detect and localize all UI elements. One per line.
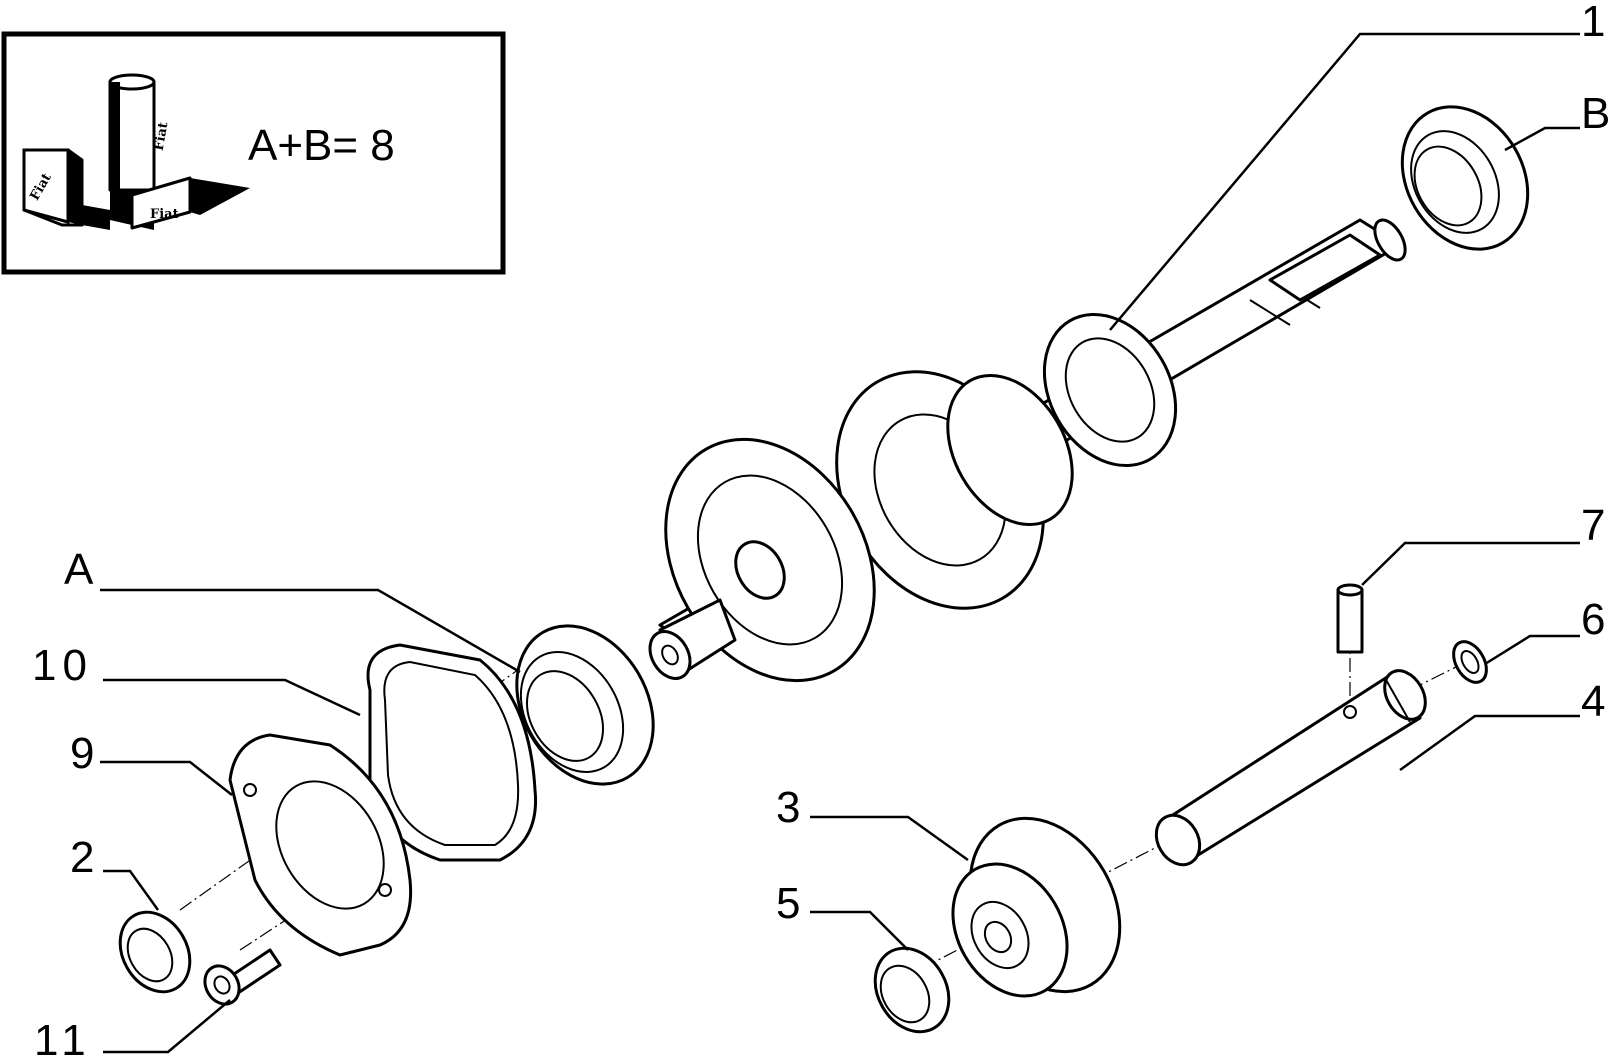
inset-frame	[1, 31, 506, 275]
callout-b: B	[1581, 89, 1610, 138]
main-shaft-assembly	[648, 218, 1407, 683]
sealant-legend-inset: Fiat Fiat Fiat A+B= 8	[1, 31, 506, 275]
callout-7: 7	[1581, 501, 1605, 550]
needle-bearing	[873, 946, 951, 1034]
roll-pin	[1336, 583, 1364, 654]
sealant-products-icon: Fiat Fiat Fiat	[22, 73, 250, 230]
leader-lines	[100, 32, 1580, 1054]
flange-bolt	[203, 948, 282, 1006]
bearing-a	[515, 624, 655, 786]
bearing-b	[1400, 105, 1530, 251]
sealant-formula: A+B= 8	[248, 121, 395, 170]
brand-label-box: Fiat	[150, 207, 179, 222]
gear-middle	[835, 370, 1074, 610]
callout-a: A	[64, 545, 94, 594]
callout-10: 10	[32, 641, 93, 690]
brand-label-tube: Fiat	[152, 121, 172, 152]
callout-4: 4	[1581, 677, 1605, 726]
idler-gear	[951, 816, 1122, 998]
snap-ring	[1452, 640, 1488, 684]
callout-3: 3	[776, 783, 800, 832]
flange-plate	[228, 733, 413, 957]
callout-1: 1	[1581, 0, 1605, 46]
callout-9: 9	[70, 729, 94, 778]
oil-seal	[118, 910, 192, 994]
callout-6: 6	[1581, 595, 1605, 644]
callout-5: 5	[776, 879, 800, 928]
callout-labels: 1 B A 10 9 2 11 7 6 4 3 5	[32, 0, 1610, 1060]
callout-2: 2	[70, 833, 94, 882]
callout-11: 11	[34, 1016, 92, 1060]
idler-shaft	[1154, 669, 1427, 867]
gear-right	[1042, 313, 1178, 467]
